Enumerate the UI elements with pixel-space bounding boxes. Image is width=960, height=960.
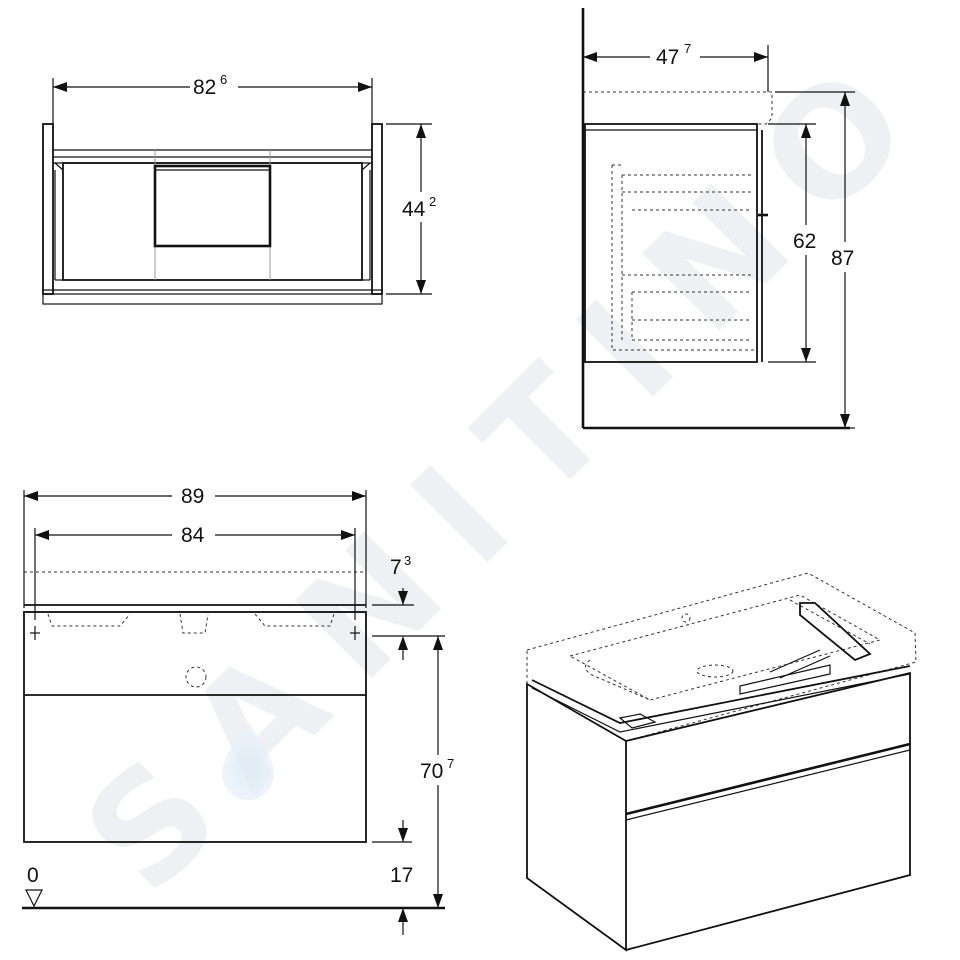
elevation-floor-level-label: 0 <box>27 864 39 887</box>
elevation-cabinet <box>23 611 367 843</box>
side-view: 47 7 62 87 <box>581 8 855 430</box>
perspective-cabinet-front <box>625 671 911 951</box>
plan-right-post <box>371 123 383 295</box>
plan-view: 82 6 44 2 <box>42 72 436 305</box>
floor-level-symbol <box>25 889 43 908</box>
plan-height-label-sup: 2 <box>429 194 436 209</box>
plan-width-label: 82 <box>193 76 216 99</box>
watermark: SANITINO <box>52 10 960 925</box>
perspective-view <box>526 572 917 952</box>
elevation-floor-gap-label: 17 <box>390 864 413 887</box>
plan-height-label: 44 <box>402 198 426 221</box>
elevation-fixing-right <box>350 626 360 640</box>
plan-left-post <box>42 123 54 295</box>
plan-siphon-cutout <box>153 164 272 248</box>
perspective-cabinet-side <box>526 682 627 952</box>
elevation-drain-hole <box>185 666 207 688</box>
elevation-view: 89 84 7 3 70 7 17 0 <box>22 485 454 935</box>
perspective-drawer-divider <box>625 742 911 816</box>
elevation-basin-width-label: 89 <box>181 485 204 508</box>
perspective-basin <box>526 572 917 742</box>
side-cabinet <box>584 123 758 363</box>
plan-drawer <box>62 162 363 281</box>
plan-width-label-sup: 6 <box>220 72 227 87</box>
watermark-text: SANITINO <box>52 10 960 925</box>
elevation-mount-height-label: 70 <box>420 760 443 783</box>
elevation-fixing-left <box>30 626 40 640</box>
side-cabinet-height-label: 62 <box>793 230 816 253</box>
side-depth-label: 47 <box>656 46 679 69</box>
plan-base <box>42 293 383 305</box>
elevation-basin-thickness-label-sup: 3 <box>404 553 411 568</box>
side-total-height-label: 87 <box>831 247 854 270</box>
elevation-cabinet-width-label: 84 <box>181 524 205 547</box>
elevation-basin-thickness-label: 7 <box>390 556 402 579</box>
side-depth-label-sup: 7 <box>684 41 691 56</box>
watermark-drop-icon <box>222 722 274 800</box>
elevation-mount-height-label-sup: 7 <box>447 756 454 771</box>
